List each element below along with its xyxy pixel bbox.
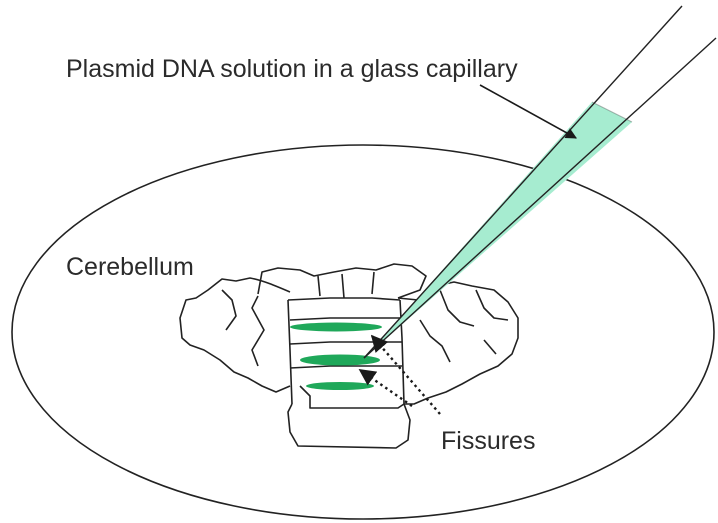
capillary-label: Plasmid DNA solution in a glass capillar… [66, 57, 518, 82]
injection-site [300, 355, 380, 366]
injection-site [306, 382, 374, 390]
plasmid-solution-fill [364, 102, 632, 358]
capillary-label-arrow [480, 85, 576, 138]
injection-site [290, 323, 382, 332]
fissures-label: Fissures [441, 429, 535, 454]
slice-outline [12, 145, 714, 519]
injection-sites [290, 323, 382, 391]
cerebellum-label: Cerebellum [66, 255, 194, 280]
